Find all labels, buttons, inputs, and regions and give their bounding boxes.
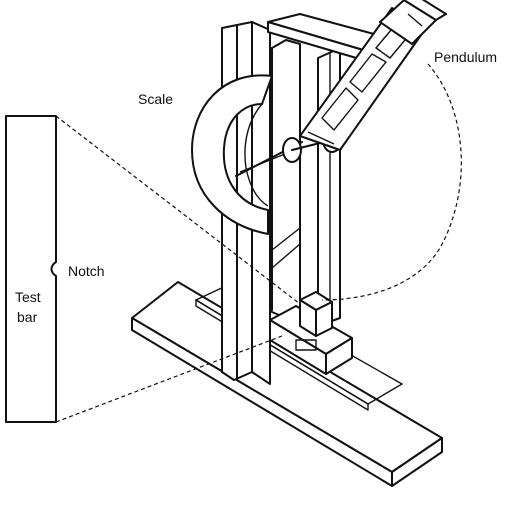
pendulum-swing-path xyxy=(321,63,462,301)
projection-line-top xyxy=(55,115,301,305)
label-pendulum: Pendulum xyxy=(434,49,497,65)
projection-line-bottom xyxy=(55,335,283,423)
anvil-support xyxy=(269,291,353,375)
label-test: Test xyxy=(15,289,41,305)
label-notch: Notch xyxy=(68,263,105,279)
label-scale: Scale xyxy=(138,91,173,107)
base-plate xyxy=(131,281,443,487)
label-bar: bar xyxy=(17,309,38,325)
test-bar-specimen xyxy=(5,115,57,423)
pendulum xyxy=(282,0,447,163)
